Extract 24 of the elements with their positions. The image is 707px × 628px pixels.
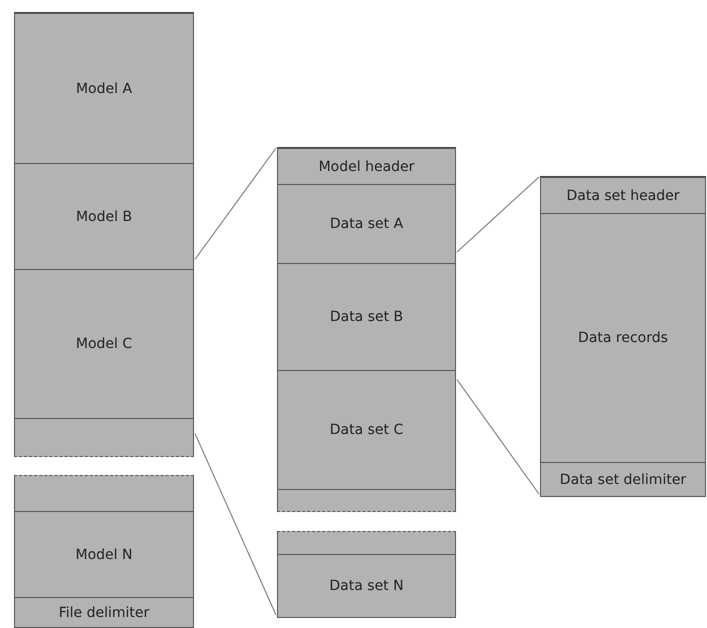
block-segment: Data records	[540, 213, 706, 463]
block-segment: Data set delimiter	[540, 462, 706, 497]
block-segment: Model N	[14, 511, 194, 598]
block-segment: Model A	[14, 13, 194, 164]
block-segment: Data set N	[277, 554, 456, 618]
block-segment: Data set C	[277, 370, 456, 490]
zoom-line	[194, 433, 276, 616]
block-segment: Data set A	[277, 184, 456, 264]
block-segment: Data set header	[540, 177, 706, 214]
block-stack	[277, 147, 456, 616]
zoom-line	[456, 379, 540, 494]
block-stack	[14, 12, 194, 626]
block-stack	[540, 176, 706, 495]
empty-segment	[14, 475, 194, 512]
empty-segment	[277, 489, 456, 512]
block-segment: Model C	[14, 269, 194, 419]
block-segment: File delimiter	[14, 597, 194, 628]
zoom-line	[456, 176, 540, 252]
block-segment: Data set B	[277, 263, 456, 371]
empty-segment	[277, 531, 456, 555]
empty-segment	[14, 418, 194, 457]
zoom-line	[194, 148, 276, 260]
block-segment: Model B	[14, 163, 194, 270]
block-segment: Model header	[277, 148, 456, 185]
